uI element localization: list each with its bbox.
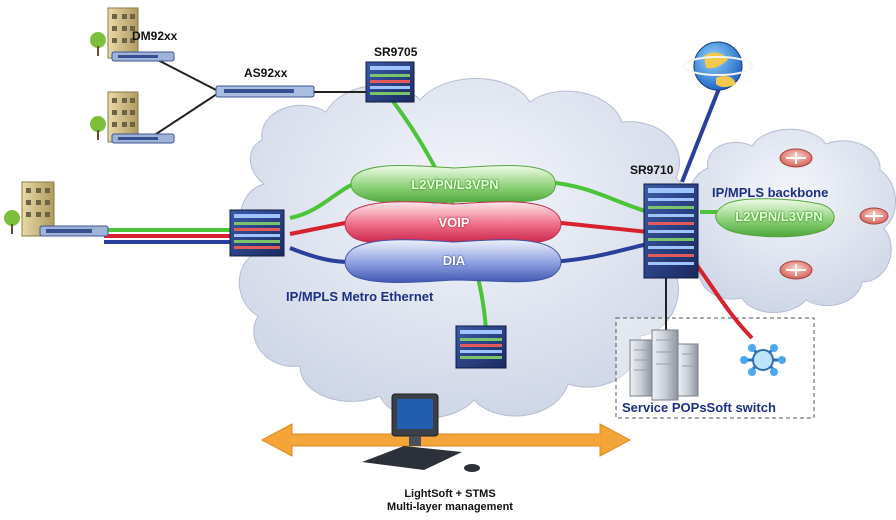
sr9705-device: [365, 61, 415, 103]
sr9710-device: [643, 183, 699, 279]
metro-edge-device: [229, 209, 285, 257]
dm92xx-label: DM92xx: [132, 29, 178, 43]
router-icon-right: [859, 207, 889, 225]
service-pop-label: Service POPsSoft switch: [622, 400, 776, 415]
management-arrow: [260, 423, 632, 457]
management-label-line2: Multi-layer management: [387, 501, 513, 513]
as92xx-label: AS92xx: [244, 66, 288, 80]
black-links: [149, 55, 667, 350]
management-label: LightSoft + STMS Multi-layer management: [320, 488, 580, 514]
tunnel-l2vpn-backbone-label: L2VPN/L3VPN: [735, 209, 823, 224]
tunnel-l2vpn-metro-shape: [350, 165, 556, 205]
tunnel-dia-label: DIA: [442, 253, 466, 268]
tunnel-dia-shape: [344, 239, 562, 283]
management-computer-icon: [362, 393, 480, 472]
router-icon-top: [779, 148, 813, 168]
tunnel-voip-shape: [344, 201, 562, 245]
blue-link: [104, 85, 722, 264]
dm92xx-device-bottom: [111, 133, 175, 144]
building-icon-top: [90, 7, 139, 59]
server-towers-icon: [629, 329, 699, 401]
metro-cloud-label: IP/MPLS Metro Ethernet: [286, 289, 434, 304]
metro-bottom-device: [455, 325, 507, 369]
sr9710-label: SR9710: [630, 163, 674, 177]
internet-globe-icon: [683, 41, 753, 91]
as92xx-device: [215, 85, 315, 98]
management-label-line1: LightSoft + STMS: [404, 488, 496, 500]
tunnel-l2vpn-metro-label: L2VPN/L3VPN: [411, 177, 499, 192]
soft-switch-icon: [740, 344, 786, 376]
backbone-cloud-label: IP/MPLS backbone: [712, 185, 829, 200]
tunnel-voip-label: VOIP: [438, 215, 470, 230]
sr9705-label: SR9705: [374, 45, 418, 59]
dm92xx-device-top: [111, 51, 175, 62]
access-device-left: [39, 225, 109, 237]
router-icon-bottom: [779, 260, 813, 280]
tunnel-l2vpn-backbone-shape: [715, 198, 835, 238]
